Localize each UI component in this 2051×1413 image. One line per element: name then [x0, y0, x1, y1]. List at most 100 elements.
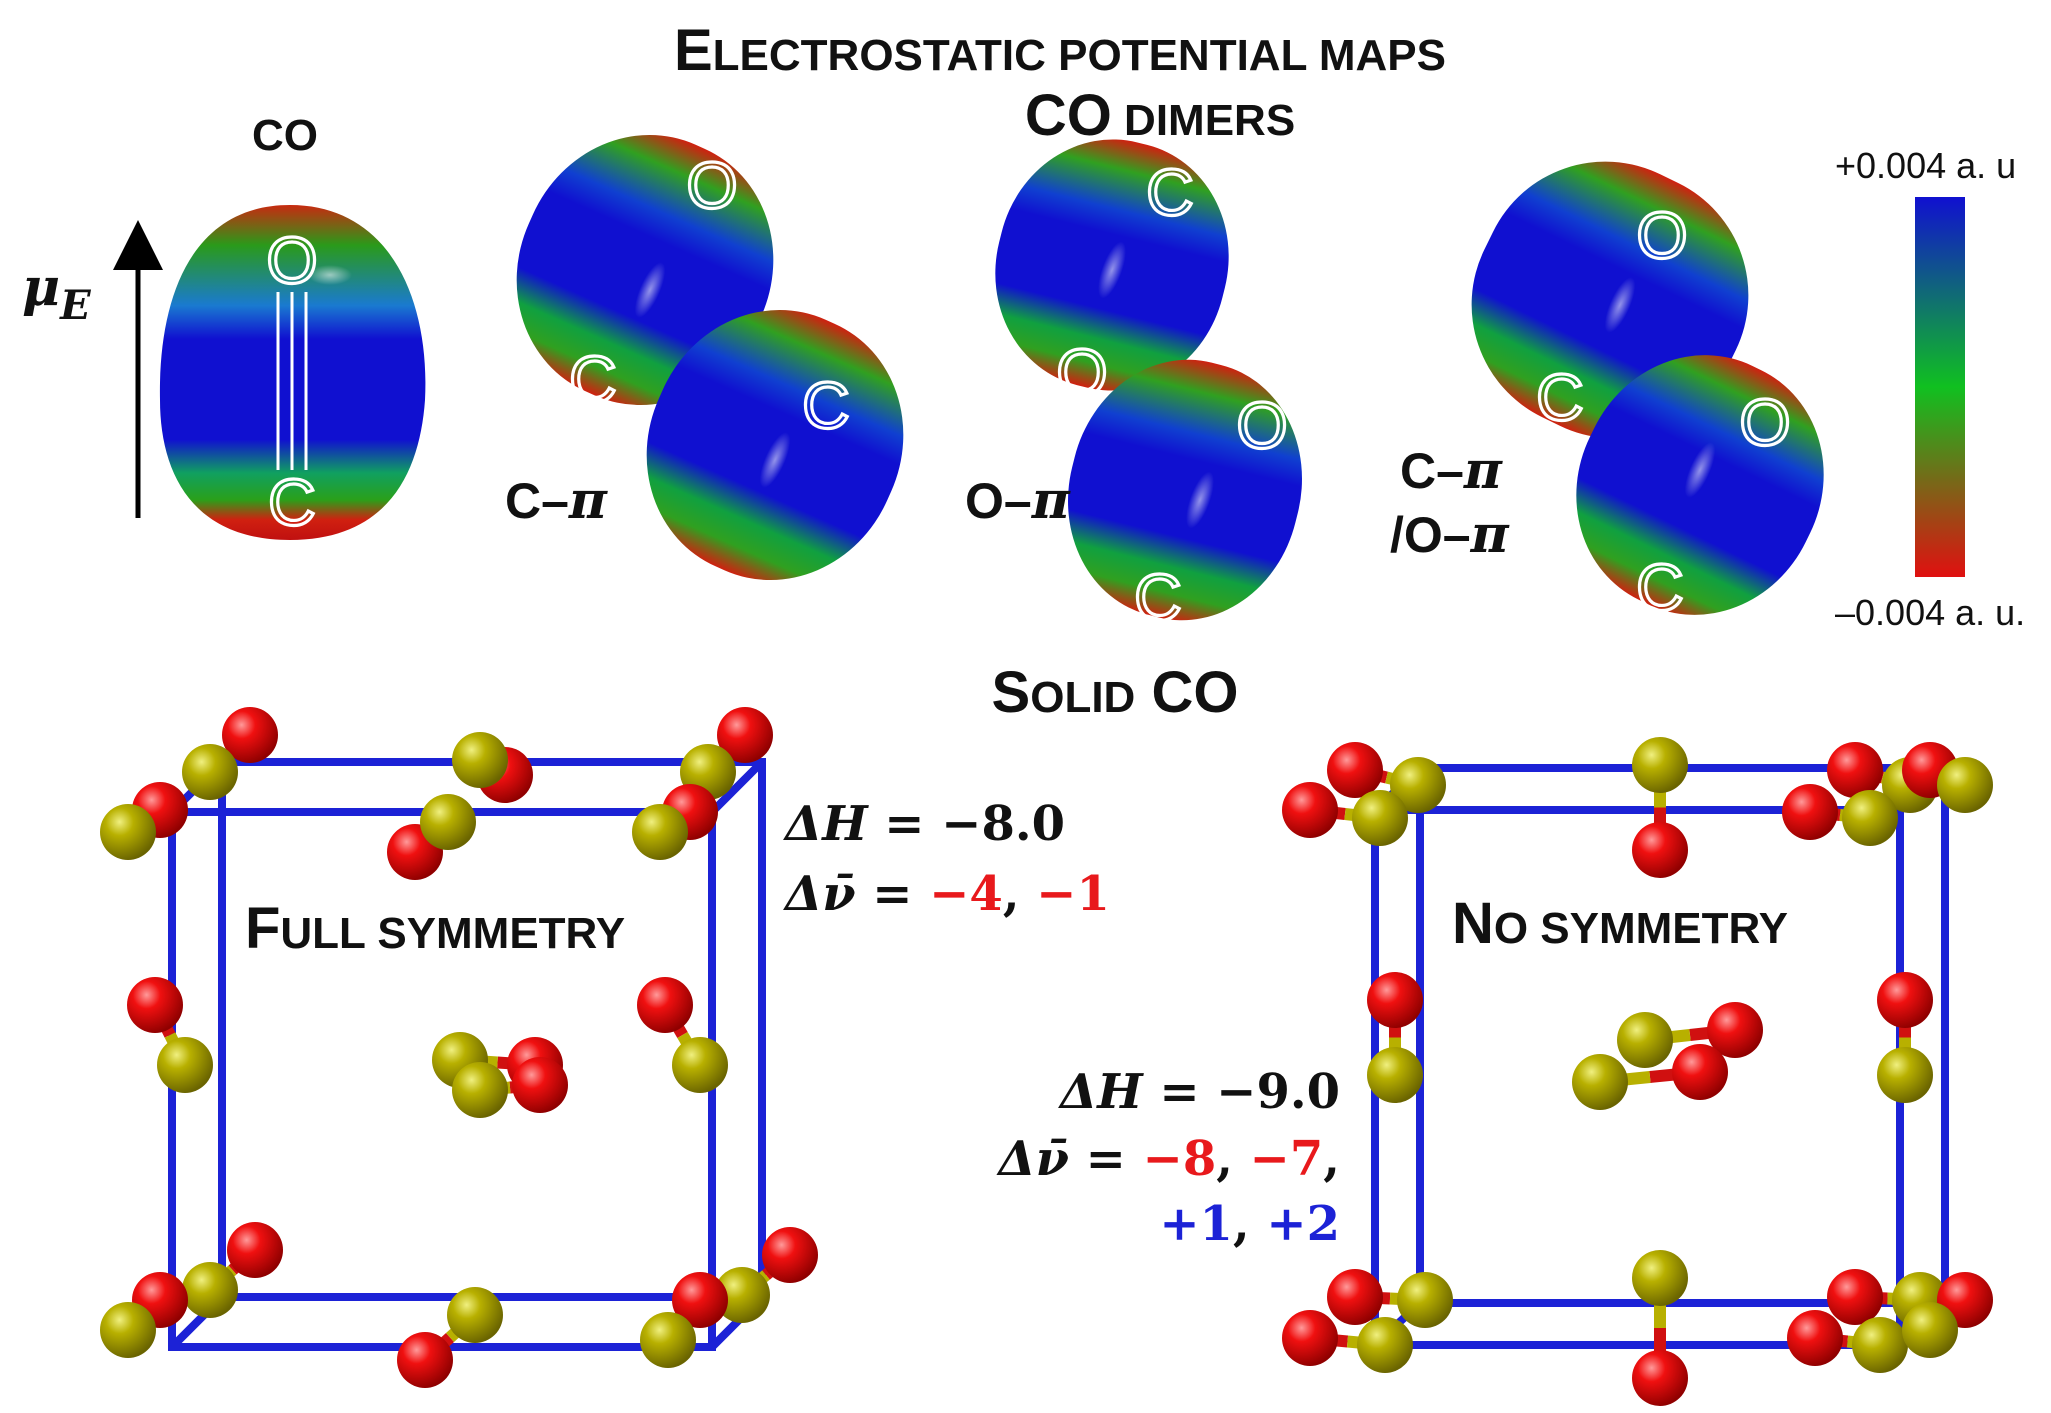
oxygen-atom: [1672, 1044, 1728, 1100]
colorbar-max-label: +0.004 a. u: [1835, 145, 2016, 186]
triple-bond: [276, 292, 308, 470]
dimer-mixed-atom-1: O: [1636, 198, 1687, 272]
dimer-mixed-atom-2: C: [1536, 360, 1584, 434]
co-molecule: [1787, 1310, 1908, 1373]
dimer-o-pi-surface: [995, 139, 1302, 621]
co-molecule: [1282, 1310, 1413, 1373]
co-molecule: [1902, 742, 1993, 813]
dimer-mixed-atom-3: O: [1739, 385, 1790, 459]
carbon-atom: [1842, 790, 1898, 846]
oxygen-atom: [1632, 1350, 1688, 1406]
co-molecule: [714, 1227, 818, 1323]
figure-title: ELECTROSTATIC POTENTIAL MAPS: [674, 18, 1446, 83]
carbon-atom: [1357, 1317, 1413, 1373]
none-dnu-equation: Δν̄ = −8, −7,: [996, 1131, 1340, 1187]
dimer-mixed-label-line2: /O–π: [1390, 504, 1510, 565]
dimer-mixed-label-line1: C–π: [1400, 440, 1503, 501]
dimer-c-pi-atom-2: C: [569, 342, 617, 416]
dimer-o-pi-atom-4: C: [1134, 560, 1182, 634]
co-molecule: [1572, 1044, 1728, 1110]
oxygen-atom: [1282, 1310, 1338, 1366]
co-molecule: [127, 977, 213, 1093]
co-molecule: [1617, 1002, 1763, 1068]
oxygen-atom: [1782, 784, 1838, 840]
oxygen-atom: [222, 707, 278, 763]
dimer-c-pi-atom-4: O: [686, 565, 737, 639]
full-symmetry-label: FULL SYMMETRY: [245, 896, 625, 961]
carbon-atom: [452, 732, 508, 788]
carbon-atom: [1367, 1047, 1423, 1103]
co-molecule: [637, 977, 728, 1093]
co-molecule: [182, 707, 278, 800]
carbon-atom: [100, 1302, 156, 1358]
monomer-atom-c: C: [268, 465, 316, 539]
oxygen-atom: [512, 1057, 568, 1113]
carbon-atom: [452, 1062, 508, 1118]
oxygen-atom: [672, 1272, 728, 1328]
oxygen-atom: [1877, 972, 1933, 1028]
co-molecule: [1632, 1250, 1688, 1406]
co-molecule: [1327, 1269, 1453, 1328]
oxygen-atom: [1327, 1269, 1383, 1325]
oxygen-atom: [1787, 1310, 1843, 1366]
oxygen-atom: [1632, 822, 1688, 878]
solid-title: SOLID CO: [992, 660, 1239, 725]
carbon-atom: [714, 1267, 770, 1323]
no-symmetry-atoms: [1282, 737, 1993, 1406]
co-molecule: [640, 1272, 728, 1368]
oxygen-atom: [1827, 1269, 1883, 1325]
oxygen-atom: [397, 1332, 453, 1388]
dimer-mixed-atom-4: C: [1636, 550, 1684, 624]
oxygen-atom: [762, 1227, 818, 1283]
oxygen-atom: [1282, 782, 1338, 838]
carbon-atom: [1877, 1047, 1933, 1103]
oxygen-atom: [227, 1222, 283, 1278]
no-symmetry-label: NO SYMMETRY: [1452, 891, 1788, 956]
carbon-atom: [182, 744, 238, 800]
carbon-atom: [1852, 1317, 1908, 1373]
oxygen-atom: [637, 977, 693, 1033]
co-molecule: [397, 1287, 503, 1388]
dimer-mixed-surface: [1471, 161, 1824, 615]
oxygen-atom: [1327, 742, 1383, 798]
full-dnu-equation: Δν̄ = −4, −1: [783, 866, 1110, 922]
none-dh-equation: ΔH = −9.0: [1058, 1064, 1340, 1120]
co-molecule: [100, 1272, 188, 1358]
co-molecule: [1902, 1272, 1993, 1358]
co-molecule: [182, 1222, 283, 1318]
monomer-atom-o: O: [266, 223, 317, 297]
co-molecule: [1327, 742, 1446, 813]
carbon-atom: [182, 1262, 238, 1318]
carbon-atom: [420, 794, 476, 850]
co-molecule: [452, 732, 533, 803]
oxygen-atom: [1827, 742, 1883, 798]
co-molecule: [1877, 972, 1933, 1103]
oxygen-atom: [1367, 972, 1423, 1028]
dipole-label: μE: [22, 257, 91, 329]
carbon-atom: [1632, 737, 1688, 793]
carbon-atom: [157, 1037, 213, 1093]
co-molecule: [387, 794, 476, 880]
colorbar: [1915, 197, 1965, 577]
dimer-o-pi-atom-1: C: [1146, 155, 1194, 229]
oxygen-atom: [717, 707, 773, 763]
carbon-atom: [100, 804, 156, 860]
dimer-c-pi-surface: [516, 134, 904, 581]
co-molecule: [452, 1057, 568, 1118]
dimer-c-pi-atom-1: O: [686, 148, 737, 222]
carbon-atom: [1632, 1250, 1688, 1306]
oxygen-atom: [127, 977, 183, 1033]
carbon-atom: [632, 804, 688, 860]
none-dnu-equation-line2: +1, +2: [1159, 1196, 1340, 1252]
dimers-title: CO DIMERS: [1025, 83, 1295, 148]
dimer-o-pi-atom-3: O: [1236, 388, 1287, 462]
co-molecule: [1632, 737, 1688, 878]
oxygen-atom: [1707, 1002, 1763, 1058]
co-molecule: [1782, 784, 1898, 846]
dimer-o-pi-atom-2: O: [1056, 335, 1107, 409]
colorbar-min-label: –0.004 a. u.: [1835, 592, 2025, 633]
co-molecule: [1282, 782, 1408, 846]
co-molecule: [100, 782, 188, 860]
carbon-atom: [1937, 757, 1993, 813]
carbon-atom: [1902, 1302, 1958, 1358]
